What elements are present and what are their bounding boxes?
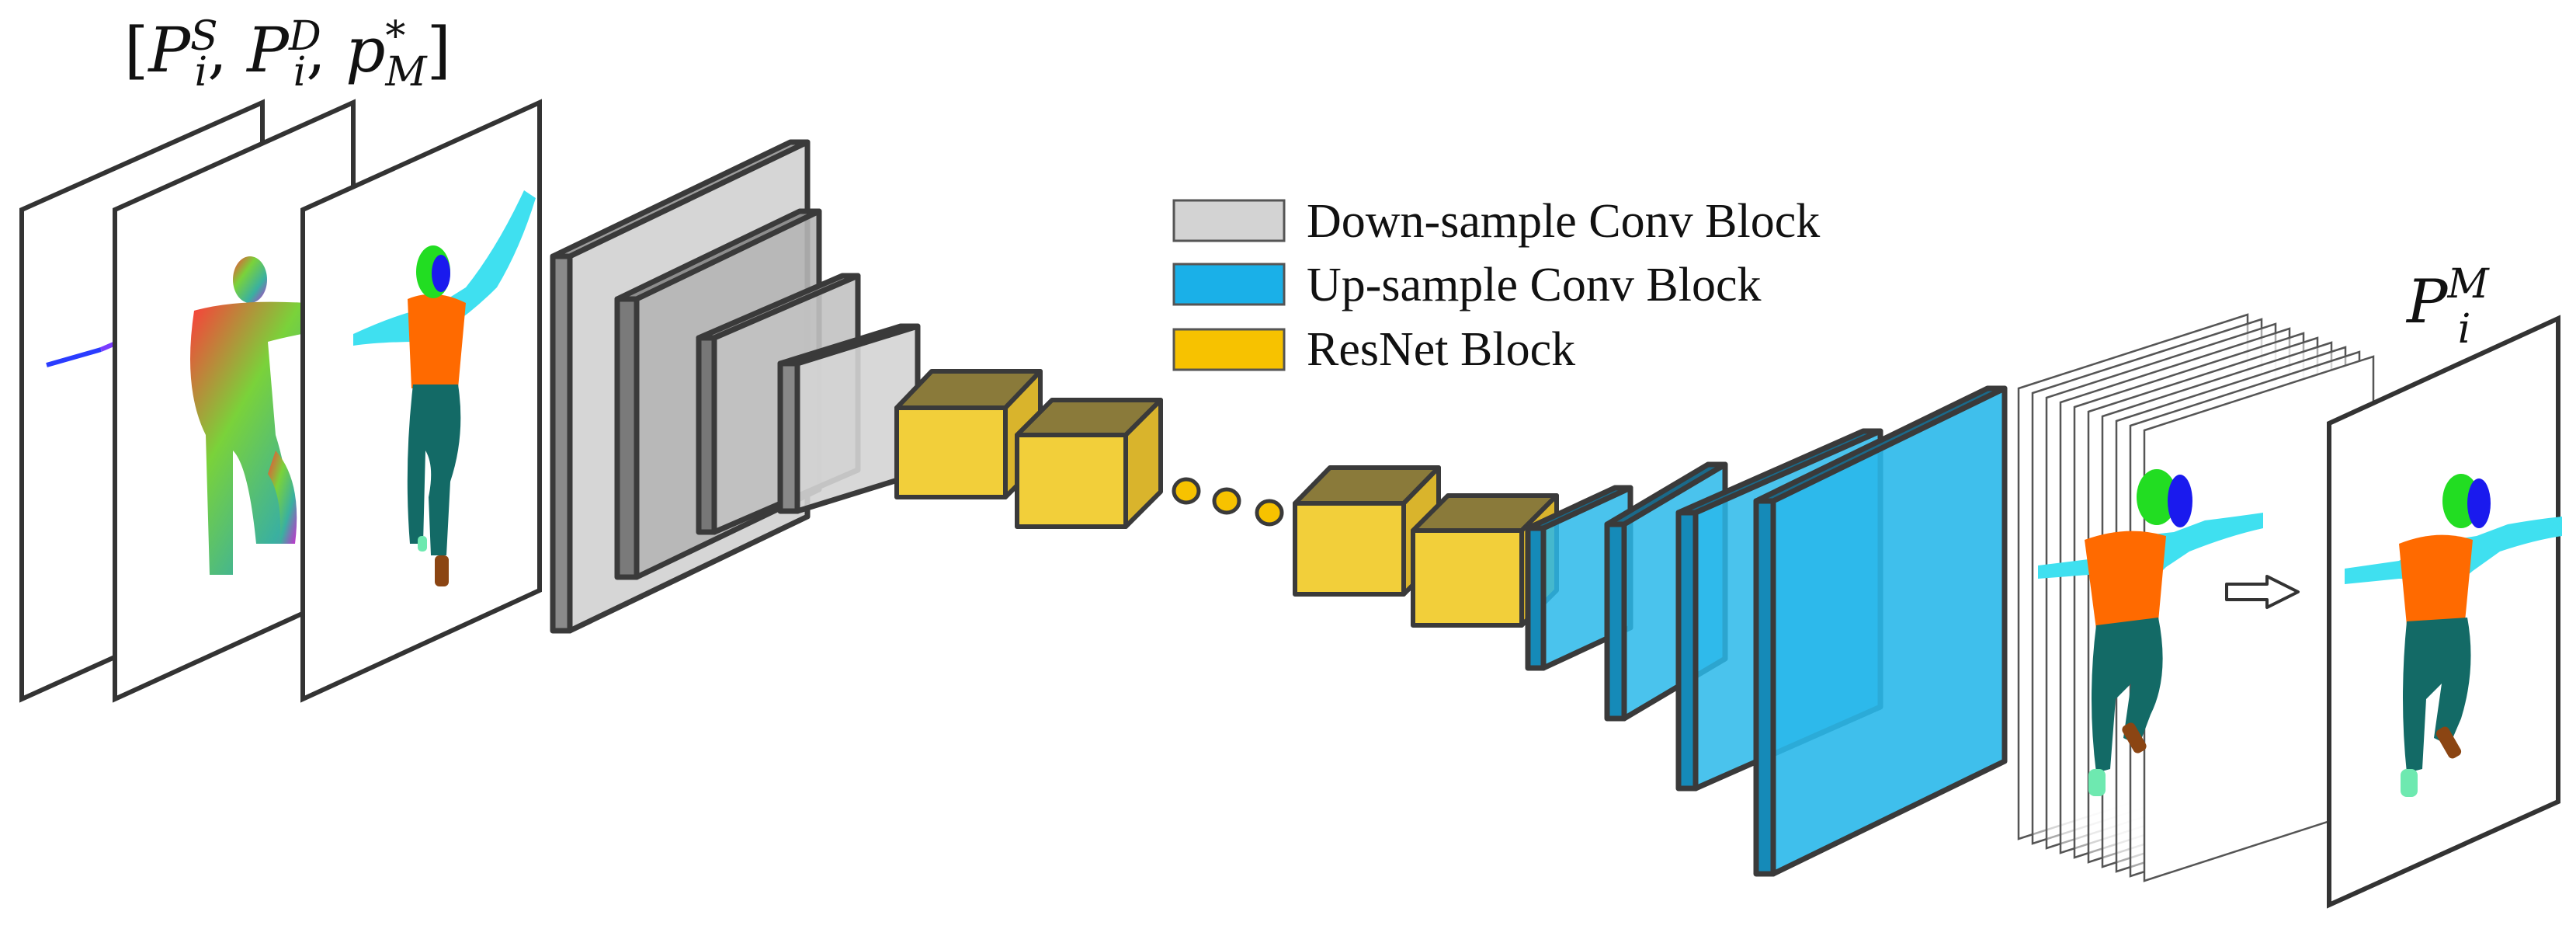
legend-item-up-sample: Up-sample Conv Block: [1172, 259, 1762, 311]
arrow-right-icon: [2225, 575, 2300, 609]
output-plane: [2327, 315, 2562, 909]
legend-swatch-resnet: [1172, 328, 1286, 371]
down-sample-blocks: [550, 139, 921, 634]
legend: Down-sample Conv Block Up-sample Conv Bl…: [1172, 195, 1820, 376]
legend-label-up: Up-sample Conv Block: [1307, 259, 1762, 311]
dense-pose-figure: [190, 256, 349, 575]
up-sample-blocks: [1525, 385, 2008, 877]
legend-swatch-up: [1172, 263, 1286, 306]
output-figure: [2345, 474, 2562, 797]
legend-item-down-sample: Down-sample Conv Block: [1172, 195, 1820, 248]
resnet-block-2: [1015, 398, 1163, 529]
legend-item-resnet: ResNet Block: [1172, 323, 1575, 376]
legend-label-resnet: ResNet Block: [1307, 323, 1575, 376]
up-block-4: [1753, 385, 2008, 877]
legend-swatch-down: [1172, 199, 1286, 242]
input-planes: [19, 99, 542, 703]
parsing-figure: [353, 190, 536, 586]
output-stack-figure: [2038, 469, 2263, 796]
output-feature-stack: [2017, 313, 2375, 882]
legend-label-down: Down-sample Conv Block: [1307, 195, 1820, 248]
ellipsis-dots: [1172, 477, 1284, 527]
resnet-block-3: [1293, 465, 1441, 597]
